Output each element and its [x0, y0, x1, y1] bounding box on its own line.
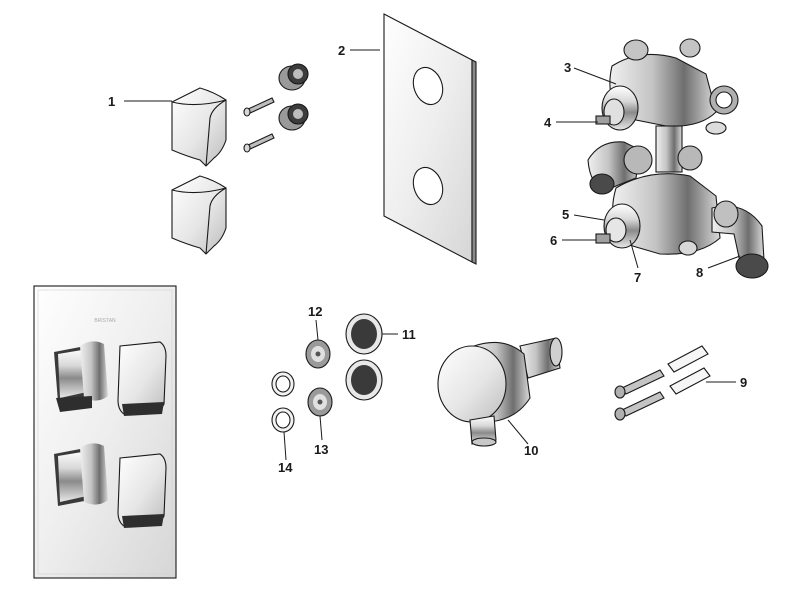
callout-3: 3	[564, 60, 571, 75]
wall-plug-upper	[667, 345, 709, 373]
callout-14: 14	[278, 460, 293, 475]
callout-1: 1	[108, 94, 115, 109]
callout-2: 2	[338, 43, 345, 58]
filter-washer-lower	[345, 359, 383, 401]
callout-11: 11	[402, 327, 416, 342]
wall-screw-lower	[614, 391, 665, 421]
callout-9: 9	[740, 375, 747, 390]
callout-7: 7	[634, 270, 641, 285]
faceplate	[383, 13, 477, 265]
filter-washer-upper	[345, 313, 383, 355]
valve-body	[587, 38, 769, 279]
grub-screw-lower	[243, 133, 275, 153]
callout-labels: 1 2 3 4 5 6 7 8 9 10 11 12 13 14	[108, 43, 747, 475]
wall-outlet	[437, 337, 563, 447]
callout-5: 5	[562, 207, 569, 222]
callout-13: 13	[314, 442, 328, 457]
wall-plug-lower	[669, 367, 711, 395]
callout-8: 8	[696, 265, 703, 280]
o-ring-upper	[271, 371, 295, 397]
o-ring-lower	[271, 407, 295, 433]
check-valve-upper	[305, 339, 331, 369]
wall-screw-upper	[614, 369, 665, 399]
grub-screw-upper	[243, 97, 275, 117]
spline-adaptor-lower	[278, 103, 309, 131]
callout-6: 6	[550, 233, 557, 248]
plate-brand: BRISTAN	[94, 318, 116, 324]
lever-handle-upper	[171, 87, 227, 167]
check-valve-lower	[307, 387, 333, 417]
callout-12: 12	[308, 304, 322, 319]
assembled-valve-front: BRISTAN	[33, 285, 177, 579]
spline-adaptor-upper	[278, 63, 309, 91]
lever-handle-lower	[171, 175, 227, 255]
callout-4: 4	[544, 115, 552, 130]
callout-10: 10	[524, 443, 538, 458]
leader-lines	[124, 49, 741, 461]
